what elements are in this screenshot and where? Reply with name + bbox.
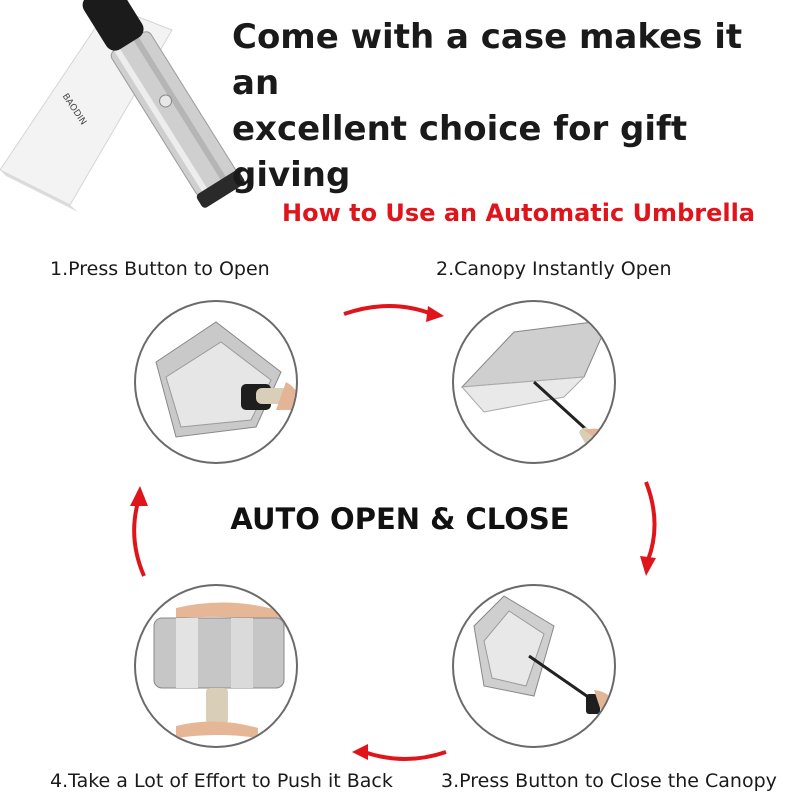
curved-arrow-icon (638, 478, 666, 578)
step-4-label: 4.Take a Lot of Effort to Push it Back (50, 770, 393, 792)
headline-line-1: Come with a case makes it an (232, 17, 743, 103)
step-2-image (452, 300, 616, 464)
step-2-label: 2.Canopy Instantly Open (436, 258, 672, 280)
headline: Come with a case makes it an excellent c… (232, 14, 792, 198)
step-4-image (134, 584, 298, 748)
step-1-image (134, 300, 298, 464)
subtitle: How to Use an Automatic Umbrella (282, 199, 756, 227)
step-3-label: 3.Press Button to Close the Canopy (441, 770, 777, 792)
curved-arrow-icon (350, 742, 450, 766)
step-3-image (452, 584, 616, 748)
step-1-label: 1.Press Button to Open (50, 258, 270, 280)
headline-line-2: excellent choice for gift giving (232, 109, 688, 195)
curved-arrow-icon (124, 484, 152, 580)
curved-arrow-icon (340, 300, 450, 324)
product-photo: BAODIN (0, 0, 270, 220)
center-label: AUTO OPEN & CLOSE (230, 502, 570, 536)
